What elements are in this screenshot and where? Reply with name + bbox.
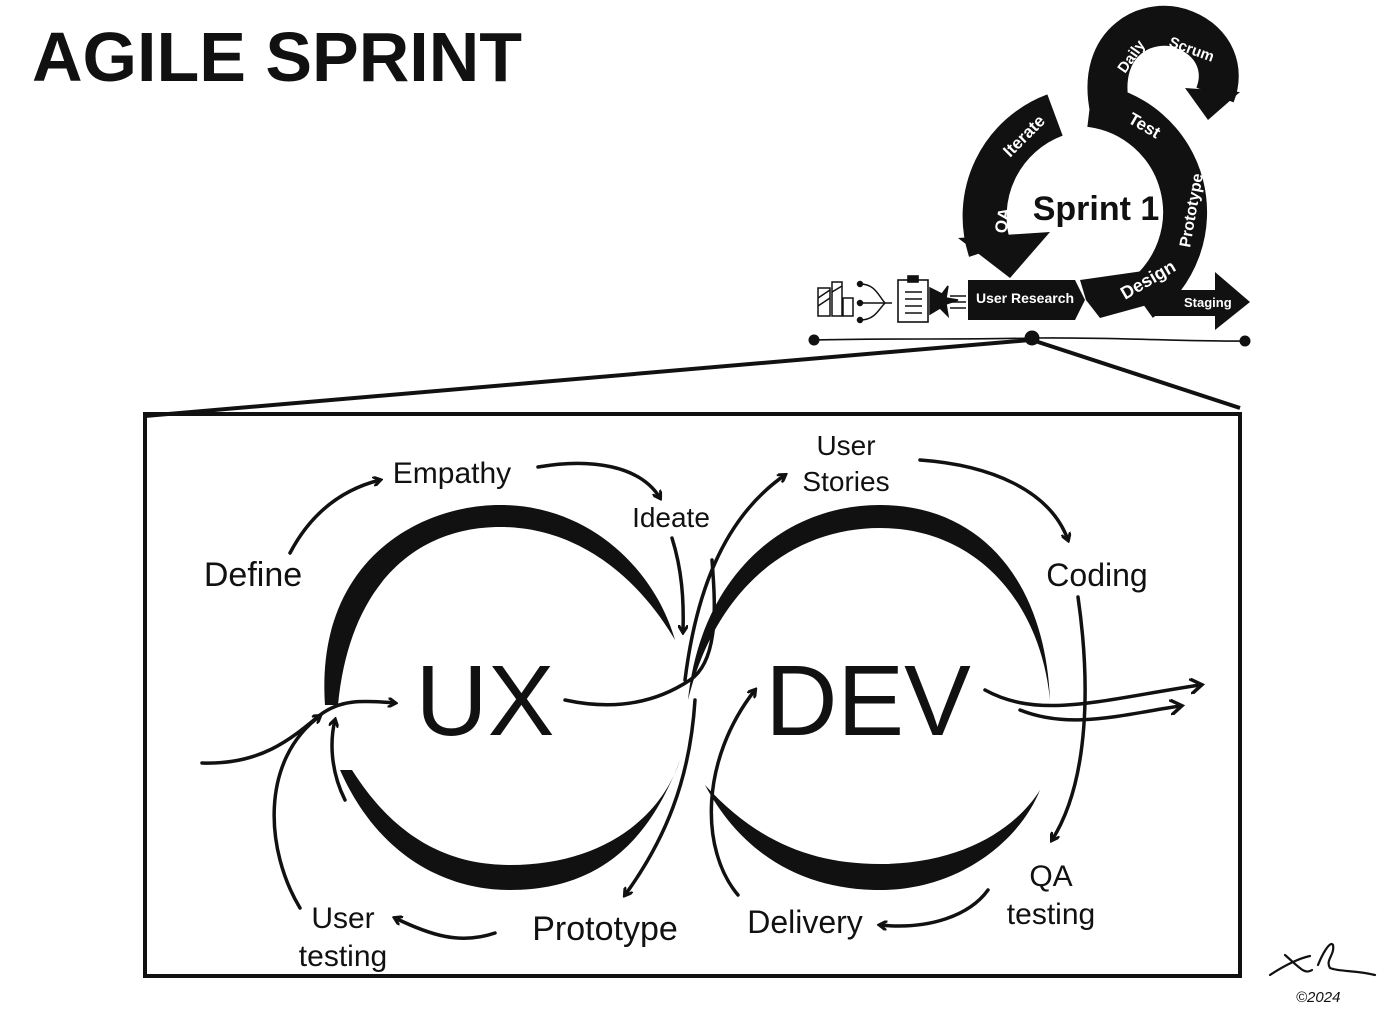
cycle-step-user-research: User Research	[976, 290, 1074, 306]
arrow-entry-ux	[200, 701, 395, 765]
sprint-cycle: Sprint 1 User Research Design Prototype …	[808, 5, 1251, 347]
dev-label: DEV	[765, 645, 971, 757]
step-qa-testing-line1: QA	[1029, 860, 1072, 893]
sprint-center-label: Sprint 1	[1033, 190, 1160, 228]
arrow-coding-qa	[1052, 595, 1087, 840]
step-user-stories-line2: Stories	[802, 466, 889, 497]
staging-arrow	[1152, 272, 1250, 330]
step-delivery: Delivery	[747, 904, 863, 940]
step-user-stories-line1: User	[816, 430, 875, 461]
detail-frame	[143, 412, 1242, 978]
timeline	[808, 330, 1251, 347]
arrow-qa-delivery	[880, 888, 990, 926]
timeline-start-dot	[808, 334, 820, 346]
arrow-define-empathy	[288, 480, 380, 555]
branching-arrows-icon	[856, 280, 892, 324]
signature: ©2024	[1268, 942, 1377, 1006]
step-empathy: Empathy	[393, 457, 511, 490]
staging-label: Staging	[1184, 295, 1232, 310]
cycle-arc-iterate-qa	[962, 94, 1064, 257]
infinity-loops: UX DEV Define Empathy Ideate User Storie…	[200, 430, 1200, 973]
signature-scribble	[1268, 942, 1377, 977]
page-title: AGILE SPRINT	[32, 18, 523, 96]
qa-arrowhead	[958, 232, 1050, 278]
ux-bottom-arc	[340, 760, 680, 890]
arrow-crossing-to-prototype	[625, 698, 697, 895]
arrow-user-testing-ux	[272, 716, 320, 910]
step-user-testing-line2: testing	[299, 940, 387, 973]
zoom-projection-lines	[144, 338, 1241, 418]
arrow-cross-to-user-stories	[683, 475, 785, 682]
burst-icon	[929, 285, 966, 319]
step-ideate: Ideate	[632, 502, 710, 533]
arrow-ux-up-left	[332, 720, 347, 802]
cycle-arc-test-design	[1086, 83, 1208, 318]
arrow-stories-coding	[918, 458, 1068, 540]
design-block	[1080, 270, 1165, 318]
ux-label: UX	[416, 645, 555, 757]
daily-scrum-loop	[1087, 5, 1239, 115]
dev-top-arc	[688, 505, 1050, 700]
step-qa-testing-line2: testing	[1007, 898, 1095, 931]
arrow-dev-exit-2	[1018, 706, 1180, 722]
cycle-step-qa: QA	[991, 206, 1014, 234]
step-user-testing-line1: User	[311, 902, 374, 935]
user-research-block	[968, 280, 1085, 320]
arrow-prototype-user-testing	[395, 918, 497, 940]
step-coding: Coding	[1046, 557, 1147, 593]
buildings-icon	[817, 281, 854, 317]
dev-bottom-arc	[705, 785, 1040, 890]
clipboard-checklist-icon	[897, 275, 929, 323]
copyright-text: ©2024	[1296, 989, 1340, 1006]
timeline-end-dot	[1239, 335, 1251, 347]
step-prototype: Prototype	[532, 910, 678, 948]
arrow-ideate-down	[670, 536, 683, 632]
arrow-delivery-dev	[709, 690, 755, 897]
daily-scrum-arrowhead	[1185, 88, 1240, 120]
arrow-ux-to-dev	[563, 558, 717, 707]
step-define: Define	[204, 556, 302, 594]
arrow-dev-exit-1	[983, 685, 1200, 708]
arrow-empathy-ideate	[536, 461, 660, 498]
